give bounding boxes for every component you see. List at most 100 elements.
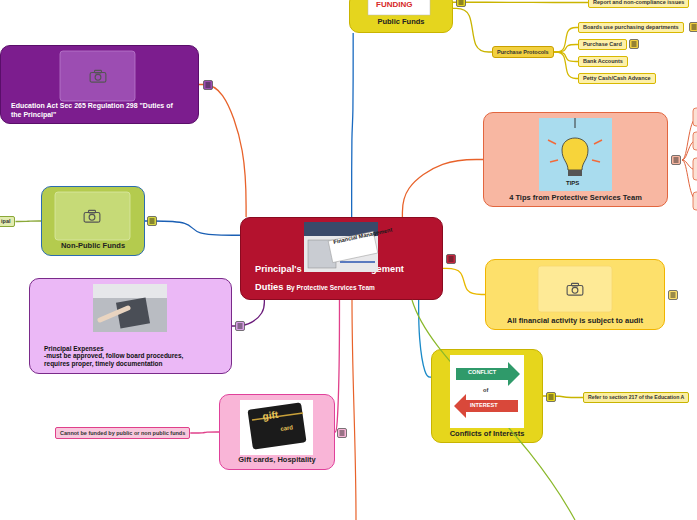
photo-frame <box>450 355 524 428</box>
funding-illustration <box>368 0 430 15</box>
branch-connector <box>453 2 588 4</box>
leaf-box: Purchase Card <box>578 39 627 50</box>
placeholder-frame <box>60 51 135 101</box>
note-icon <box>204 81 213 90</box>
tips-illustration <box>539 118 612 191</box>
text-area: Principal Expenses-must be approved, fol… <box>44 345 204 368</box>
camera-icon <box>567 283 583 295</box>
image-placeholder <box>55 192 130 240</box>
node-title: Non-Public Funds <box>61 241 125 250</box>
photo-paper <box>328 231 378 262</box>
node-title: Gift cards, Hospitality <box>238 455 316 464</box>
leaf-box: Cannot be funded by public or non public… <box>55 427 190 439</box>
node-title: Petty Cash/Cash Advance <box>583 75 651 82</box>
image-placeholder <box>538 266 612 312</box>
photo-frame <box>304 222 378 272</box>
branch-connector <box>443 268 485 294</box>
gift-card-illustration <box>240 400 313 455</box>
photo-keyboard <box>304 222 378 236</box>
note-icon <box>338 429 347 438</box>
node-title: Purchase Protocols <box>497 49 549 56</box>
leaf-box: ipal <box>0 216 15 227</box>
bulb-ray <box>550 160 558 162</box>
node-subtitle: By Protective Services Team <box>286 284 374 291</box>
topic-box: 4 Tips from Protective Services Team <box>483 112 668 207</box>
branch-connector <box>199 85 246 218</box>
branch-connector <box>190 432 219 433</box>
photo-frame <box>539 118 612 191</box>
finance-illustration <box>304 222 378 272</box>
leader-line <box>682 160 697 200</box>
leaf-box: Boards use purchasing departments <box>578 22 684 33</box>
bulb <box>562 138 588 170</box>
note-icon <box>148 217 157 226</box>
leader-line <box>682 160 697 170</box>
image-placeholder <box>60 51 135 101</box>
text-area: Education Act Sec 265 Regulation 298 "Du… <box>11 102 176 119</box>
branch-connector <box>145 221 240 235</box>
text-area: Principal's Financial Management DutiesB… <box>255 258 435 294</box>
bulb-ray <box>548 140 556 144</box>
leaf-box: Refer to section 217 of the Education A <box>583 392 689 403</box>
node-title: Refer to section 217 of the Education A <box>588 394 684 400</box>
leader-line <box>682 118 697 160</box>
note-icon <box>447 255 456 264</box>
branch-connector <box>554 52 578 62</box>
note-icon <box>690 23 697 32</box>
topic-box: Non-Public Funds <box>41 186 145 256</box>
leader-line <box>352 300 356 520</box>
cut-branch <box>693 108 697 126</box>
expenses-illustration <box>93 284 167 332</box>
leader-line <box>412 300 575 520</box>
branch-connector <box>554 45 578 53</box>
topic-box: All financial activity is subject to aud… <box>485 259 665 330</box>
bulb-wire <box>575 118 576 128</box>
node-title: Public Funds <box>377 17 424 26</box>
branch-connector <box>554 28 578 53</box>
subtopic-box: Purchase Protocols <box>492 46 554 58</box>
topic-box: Public Funds <box>349 0 453 33</box>
note-icon <box>672 156 681 165</box>
photo-paper <box>93 284 167 298</box>
central-topic: Principal's Financial Management DutiesB… <box>240 217 443 300</box>
photo-hand <box>100 308 128 320</box>
note-icon <box>236 322 245 331</box>
photo-pen <box>340 261 375 263</box>
branch-connector <box>352 33 354 217</box>
leader-line <box>682 140 697 160</box>
branch-connector <box>232 300 264 326</box>
arrow-red <box>454 394 518 418</box>
photo-calculator <box>308 240 336 268</box>
cut-branch <box>693 158 697 180</box>
bulb-ray <box>592 160 600 162</box>
node-title: Principal Expenses <box>44 345 204 353</box>
leaf-box: Report and non-compliance issues <box>588 0 689 8</box>
cut-branch <box>693 192 697 210</box>
topic-box: Gift cards, Hospitality <box>219 394 335 470</box>
node-title: Conflicts of Interests <box>450 429 525 438</box>
conflict-illustration <box>450 355 524 428</box>
photo-calculator <box>116 298 150 329</box>
node-title: Cannot be funded by public or non public… <box>60 430 185 437</box>
branch-connector <box>543 396 583 398</box>
card-ribbon <box>252 413 303 420</box>
node-subtitle: -must be approved, follow board procedur… <box>44 352 204 368</box>
placeholder-frame <box>538 266 612 312</box>
photo-frame <box>93 284 167 332</box>
photo-frame <box>368 0 430 15</box>
note-icon <box>669 291 678 300</box>
branch-connector <box>554 52 578 79</box>
note-icon <box>630 40 639 49</box>
branch-connector <box>335 300 339 432</box>
branch-connector <box>15 220 41 222</box>
bulb-ray <box>594 140 602 144</box>
note-icon <box>457 0 466 7</box>
topic-box: Education Act Sec 265 Regulation 298 "Du… <box>0 45 199 124</box>
node-title: Education Act Sec 265 Regulation 298 "Du… <box>11 102 176 119</box>
placeholder-frame <box>55 192 130 240</box>
node-title: 4 Tips from Protective Services Team <box>509 193 642 202</box>
branch-connector <box>402 160 483 218</box>
leaf-box: Bank Accounts <box>578 56 628 67</box>
